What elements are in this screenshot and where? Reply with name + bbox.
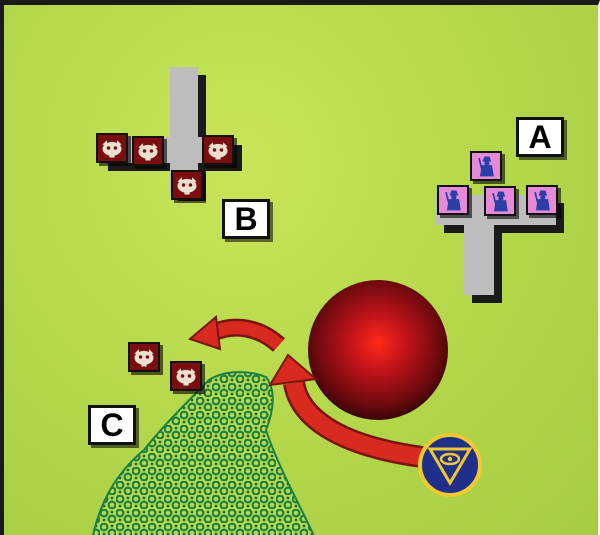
enemy-unit-b3[interactable] [202,135,234,165]
marker-label-b: B [222,199,270,239]
enemy-unit-b4[interactable] [171,170,203,200]
eye-triangle-emblem-icon[interactable] [420,435,480,495]
marker-label-a: A [516,117,564,157]
enemy-unit-b2[interactable] [132,136,164,166]
red-sphere [308,280,448,420]
forest-area [92,372,316,535]
demon-head-icon [98,135,126,161]
enemy-unit-b1[interactable] [96,133,128,163]
wizard-figure-icon [439,187,467,213]
ally-unit-a3[interactable] [484,186,516,216]
wizard-figure-icon [528,187,556,213]
ally-unit-a1[interactable] [470,151,502,181]
marker-label-c: C [88,405,136,445]
map-terrain [4,5,600,535]
enemy-unit-c2[interactable] [170,361,202,391]
demon-head-icon [173,172,201,198]
wizard-figure-icon [486,188,514,214]
ally-unit-a2[interactable] [437,185,469,215]
ally-unit-a4[interactable] [526,185,558,215]
wizard-figure-icon [472,153,500,179]
demon-head-icon [172,363,200,389]
demon-head-icon [204,137,232,163]
enemy-unit-c1[interactable] [128,342,160,372]
demon-head-icon [130,344,158,370]
movement-arrow-short [190,317,279,349]
demon-head-icon [134,138,162,164]
